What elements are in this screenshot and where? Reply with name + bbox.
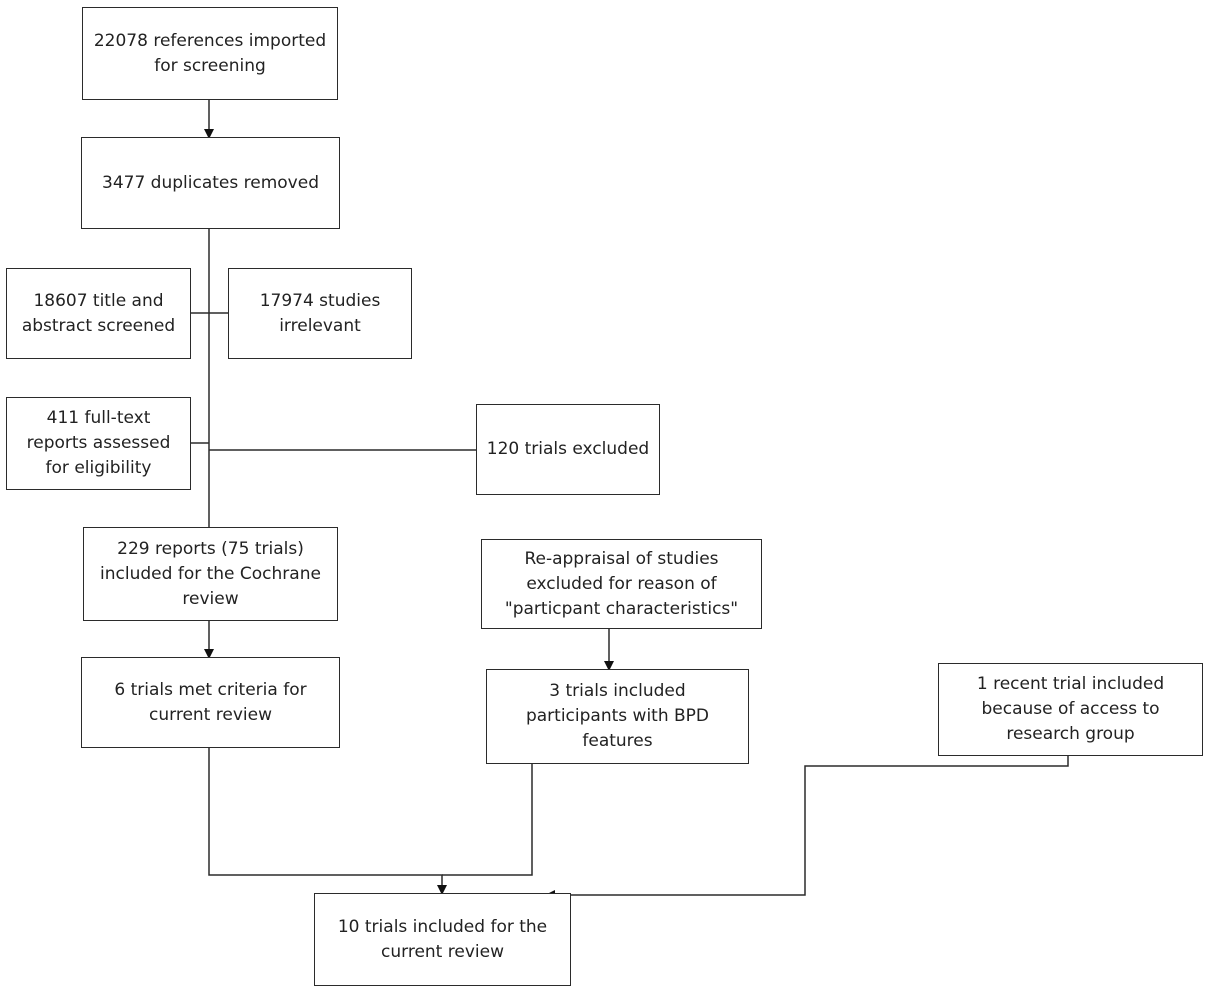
excluded-text: 120 trials excluded bbox=[486, 439, 650, 459]
irrelevant-text: 17974 studies irrelevant bbox=[259, 290, 381, 336]
final-text: 10 trials included for the current revie… bbox=[337, 916, 548, 962]
arrow-met-to-final bbox=[208, 748, 447, 895]
met-criteria-box: 6 trials met criteria for current review bbox=[81, 657, 340, 748]
reappraisal-text: Re-appraisal of studies excluded for rea… bbox=[504, 548, 739, 619]
bpd-text: 3 trials included participants with BPD … bbox=[525, 681, 710, 751]
recent-box: 1 recent trial included because of acces… bbox=[938, 663, 1203, 756]
screened-box: 18607 title and abstract screened bbox=[6, 268, 191, 359]
imported-text: 22078 references imported for screening bbox=[93, 30, 327, 76]
cochrane-box: 229 reports (75 trials) included for the… bbox=[83, 527, 338, 621]
fulltext-box: 411 full-text reports assessed for eligi… bbox=[6, 397, 191, 490]
irrelevant-box: 17974 studies irrelevant bbox=[228, 268, 412, 359]
bpd-box: 3 trials included participants with BPD … bbox=[486, 669, 749, 764]
screened-text: 18607 title and abstract screened bbox=[21, 290, 176, 336]
excluded-box: 120 trials excluded bbox=[476, 404, 660, 495]
fulltext-text: 411 full-text reports assessed for eligi… bbox=[26, 408, 171, 478]
arrow-recent-to-final bbox=[545, 756, 1069, 900]
imported-box: 22078 references imported for screening bbox=[82, 7, 338, 100]
reappraisal-box: Re-appraisal of studies excluded for rea… bbox=[481, 539, 762, 629]
met-criteria-text: 6 trials met criteria for current review bbox=[114, 679, 307, 725]
duplicates-box: 3477 duplicates removed bbox=[81, 137, 340, 229]
duplicates-text: 3477 duplicates removed bbox=[102, 172, 319, 193]
connector-bpd-to-final bbox=[442, 764, 533, 876]
cochrane-text: 229 reports (75 trials) included for the… bbox=[100, 538, 321, 609]
recent-text: 1 recent trial included because of acces… bbox=[976, 674, 1165, 744]
final-box: 10 trials included for the current revie… bbox=[314, 893, 571, 986]
